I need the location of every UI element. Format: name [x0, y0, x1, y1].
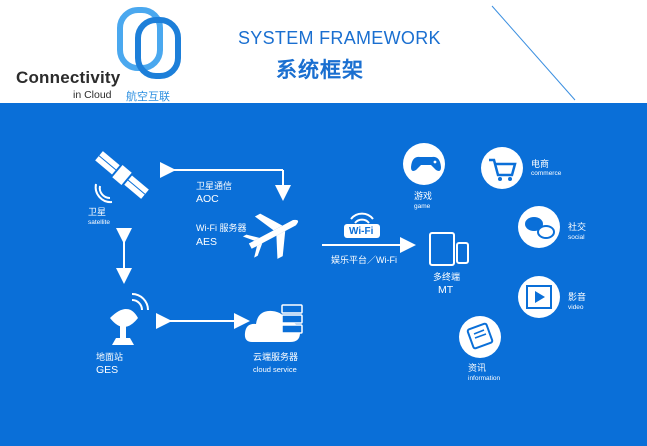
satellite-icon: [95, 151, 149, 199]
aes-label: Wi-Fi 服务器: [196, 223, 247, 233]
game-sublabel: game: [414, 203, 431, 210]
gamepad-icon: [411, 156, 441, 171]
news-icon: [466, 322, 494, 350]
game-label: 游戏: [414, 191, 433, 201]
wifi-badge-bg: [344, 224, 380, 238]
dish-icon: [110, 293, 149, 345]
airplane-icon: [242, 213, 299, 259]
commerce-circle[interactable]: [481, 147, 523, 189]
video-sublabel: video: [568, 304, 584, 311]
commerce-sublabel: commerce: [531, 170, 562, 177]
page-title-en: SYSTEM FRAMEWORK: [238, 28, 441, 48]
devices-icon: [429, 232, 469, 266]
page-title-cn: 系统框架: [276, 59, 364, 82]
social-sublabel: social: [568, 234, 585, 241]
aes-sublabel: AES: [196, 236, 218, 248]
logo-cn-text: 航空互联: [126, 91, 170, 103]
information-circle[interactable]: [459, 316, 501, 358]
mt-label: 多终端: [433, 272, 461, 282]
aoc-label: 卫星通信: [196, 181, 233, 191]
decorative-line: [491, 5, 576, 101]
satellite-label: 卫星: [88, 207, 107, 217]
cart-icon: [489, 158, 517, 181]
link-label: 娱乐平台／Wi-Fi: [331, 255, 397, 265]
logo-subtext: in Cloud: [73, 89, 112, 101]
ground-sublabel: GES: [96, 364, 119, 376]
logo-mark: [117, 7, 181, 79]
video-label: 影音: [568, 292, 587, 302]
aoc-sublabel: AOC: [196, 193, 219, 205]
commerce-label: 电商: [531, 159, 550, 169]
information-sublabel: information: [468, 375, 501, 382]
video-icon: [526, 285, 552, 309]
information-label: 资讯: [468, 363, 487, 373]
cloud-sublabel: cloud service: [253, 365, 297, 374]
chat-icon: [525, 217, 555, 239]
cloud-label: 云端服务器: [253, 352, 299, 362]
ground-label: 地面站: [96, 352, 124, 362]
wifi-badge-text: Wi-Fi: [349, 226, 374, 237]
satellite-sublabel: satellite: [88, 219, 111, 226]
cloud-icon: [244, 304, 303, 342]
social-label: 社交: [568, 222, 587, 232]
header: Connectivity in Cloud 航空互联 SYSTEM FRAMEW…: [0, 0, 647, 103]
mt-sublabel: MT: [438, 284, 454, 296]
logo-text: Connectivity: [16, 68, 121, 87]
